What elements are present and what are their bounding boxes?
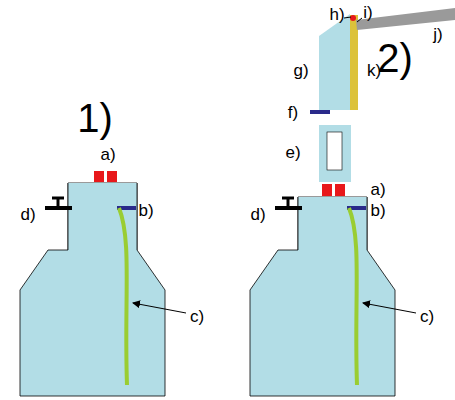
part-label: b): [138, 202, 153, 219]
part-label: c): [420, 308, 434, 325]
bottle-2: [250, 8, 455, 396]
part-label: c): [190, 308, 204, 325]
part-label: i): [363, 4, 372, 21]
part-label: k): [367, 62, 381, 79]
part-label: a): [370, 181, 385, 198]
part-label: a): [100, 146, 115, 163]
bottle-1: [20, 171, 186, 396]
figure-number: 2): [377, 38, 413, 78]
part-label: d): [250, 206, 265, 223]
part-label: f): [288, 104, 298, 121]
part-label: e): [285, 144, 300, 161]
part-label: j): [433, 26, 442, 43]
part-label: h): [329, 6, 344, 23]
figure-number: 1): [77, 98, 113, 138]
part-label: g): [293, 62, 308, 79]
part-label: b): [370, 202, 385, 219]
part-label: d): [20, 206, 35, 223]
